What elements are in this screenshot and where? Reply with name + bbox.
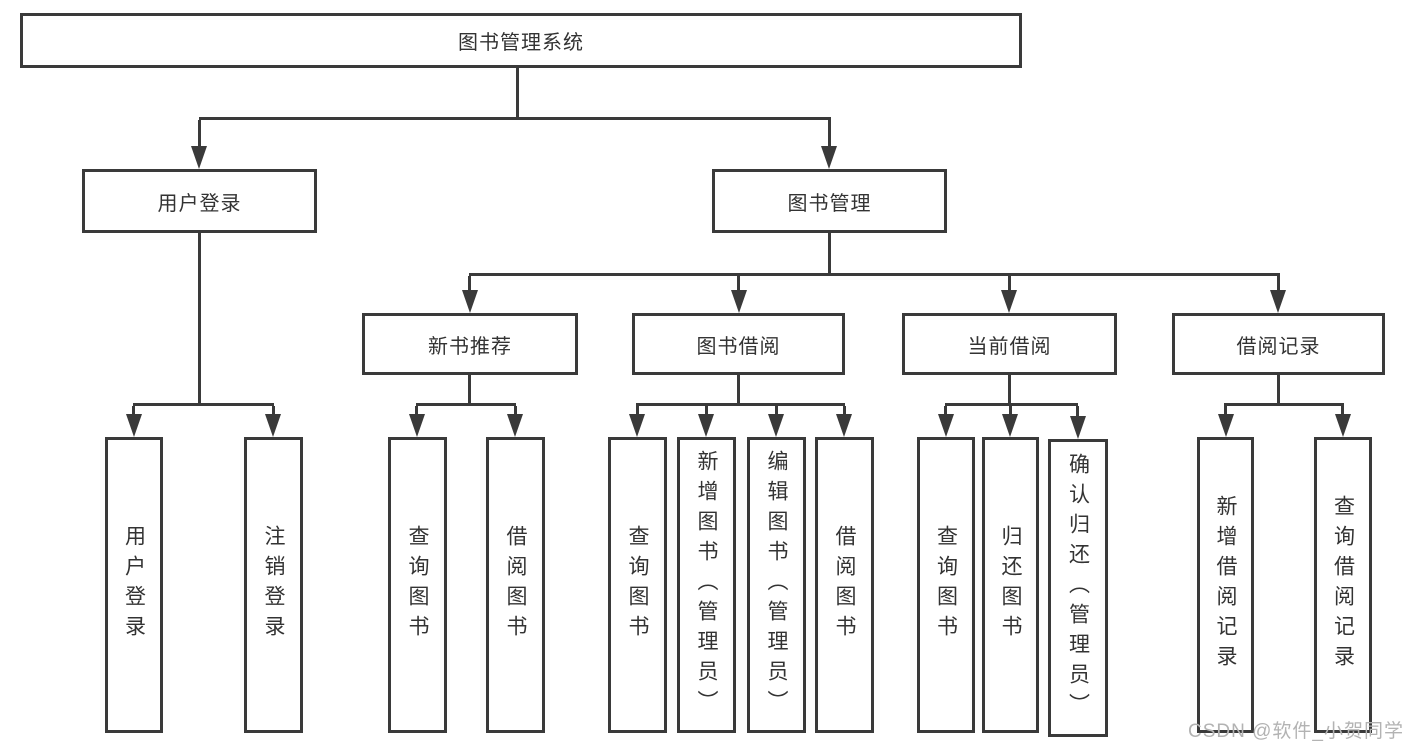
connector-arrowhead	[821, 146, 837, 169]
connector-vline	[516, 68, 519, 120]
node-user-login-label: 用户登录	[157, 192, 242, 215]
leaf-add-books-admin: 新增图书（管理员）	[677, 437, 736, 733]
leaf-confirm-return-admin-label: 确认归还（管理员）	[1066, 453, 1090, 723]
connector-vline	[1008, 375, 1011, 406]
connector-arrowhead	[1218, 414, 1234, 437]
connector-hline	[1224, 403, 1344, 406]
leaf-borrow-books-recommend: 借阅图书	[486, 437, 545, 733]
connector-vline	[944, 406, 947, 418]
connector-hline	[416, 403, 516, 406]
connector-vline	[468, 375, 471, 406]
node-book-management-label: 图书管理	[787, 192, 872, 215]
leaf-edit-books-admin: 编辑图书（管理员）	[747, 437, 806, 733]
leaf-query-borrow-record-label: 查询借阅记录	[1331, 495, 1355, 675]
leaf-borrow-books-recommend-label: 借阅图书	[504, 525, 527, 645]
connector-vline	[468, 276, 471, 293]
connector-vline	[1341, 406, 1344, 418]
leaf-borrow-books-borrowing: 借阅图书	[815, 437, 874, 733]
leaf-logout-label: 注销登录	[262, 525, 285, 645]
node-root: 图书管理系统	[20, 13, 1022, 68]
connector-vline	[828, 120, 831, 150]
node-borrowing-records-label: 借阅记录	[1236, 335, 1321, 358]
leaf-edit-books-admin-label: 编辑图书（管理员）	[765, 450, 788, 720]
leaf-query-books-current: 查询图书	[917, 437, 975, 733]
leaf-return-books-label: 归还图书	[999, 525, 1022, 645]
connector-vline	[1076, 406, 1079, 420]
connector-arrowhead	[1002, 414, 1018, 437]
connector-vline	[198, 120, 201, 150]
connector-arrowhead	[265, 414, 281, 437]
connector-arrowhead	[1070, 416, 1086, 439]
connector-arrowhead	[1001, 290, 1017, 313]
leaf-query-books-borrowing: 查询图书	[608, 437, 667, 733]
connector-arrowhead	[507, 414, 523, 437]
connector-vline	[636, 406, 639, 418]
connector-arrowhead	[698, 414, 714, 437]
node-book-management: 图书管理	[712, 169, 947, 233]
connector-vline	[1008, 276, 1011, 293]
node-current-borrowing-label: 当前借阅	[967, 335, 1052, 358]
connector-vline	[132, 406, 135, 418]
connector-vline	[415, 406, 418, 418]
leaf-add-books-admin-label: 新增图书（管理员）	[695, 450, 718, 720]
connector-vline	[737, 375, 740, 406]
connector-hline	[945, 403, 1078, 406]
connector-arrowhead	[1335, 414, 1351, 437]
connector-arrowhead	[938, 414, 954, 437]
connector-vline	[514, 406, 517, 418]
connector-arrowhead	[191, 146, 207, 169]
connector-vline	[705, 406, 708, 418]
connector-arrowhead	[126, 414, 142, 437]
node-new-book-recommendation: 新书推荐	[362, 313, 578, 375]
connector-vline	[1224, 406, 1227, 418]
connector-arrowhead	[409, 414, 425, 437]
connector-arrowhead	[768, 414, 784, 437]
node-book-borrowing: 图书借阅	[632, 313, 845, 375]
connector-vline	[737, 276, 740, 293]
connector-hline	[199, 117, 831, 120]
leaf-query-books-recommend: 查询图书	[388, 437, 447, 733]
connector-arrowhead	[462, 290, 478, 313]
leaf-query-borrow-record: 查询借阅记录	[1314, 437, 1372, 733]
leaf-return-books: 归还图书	[982, 437, 1039, 733]
connector-vline	[272, 406, 275, 418]
connector-arrowhead	[1270, 290, 1286, 313]
connector-hline	[636, 403, 845, 406]
connector-vline	[1277, 375, 1280, 406]
leaf-user-login: 用户登录	[105, 437, 163, 733]
leaf-query-books-current-label: 查询图书	[934, 525, 958, 645]
node-current-borrowing: 当前借阅	[902, 313, 1117, 375]
connector-vline	[828, 233, 831, 276]
connector-arrowhead	[629, 414, 645, 437]
leaf-add-borrow-record-label: 新增借阅记录	[1214, 495, 1237, 675]
node-book-borrowing-label: 图书借阅	[696, 335, 781, 358]
connector-vline	[198, 233, 201, 406]
leaf-borrow-books-borrowing-label: 借阅图书	[833, 525, 856, 645]
leaf-user-login-label: 用户登录	[122, 525, 146, 645]
leaf-confirm-return-admin: 确认归还（管理员）	[1048, 439, 1108, 737]
node-root-label: 图书管理系统	[458, 32, 584, 54]
connector-vline	[1009, 406, 1012, 418]
leaf-query-books-recommend-label: 查询图书	[406, 525, 429, 645]
connector-hline	[133, 403, 274, 406]
connector-vline	[1277, 276, 1280, 293]
node-borrowing-records: 借阅记录	[1172, 313, 1385, 375]
node-new-book-recommendation-label: 新书推荐	[428, 335, 512, 358]
connector-arrowhead	[731, 290, 747, 313]
connector-vline	[775, 406, 778, 418]
leaf-query-books-borrowing-label: 查询图书	[626, 525, 649, 645]
leaf-add-borrow-record: 新增借阅记录	[1197, 437, 1254, 733]
connector-vline	[843, 406, 846, 418]
connector-arrowhead	[836, 414, 852, 437]
node-user-login: 用户登录	[82, 169, 317, 233]
csdn-watermark: CSDN @软件_小贺同学	[1188, 721, 1404, 742]
leaf-logout: 注销登录	[244, 437, 303, 733]
connector-hline	[469, 273, 1280, 276]
